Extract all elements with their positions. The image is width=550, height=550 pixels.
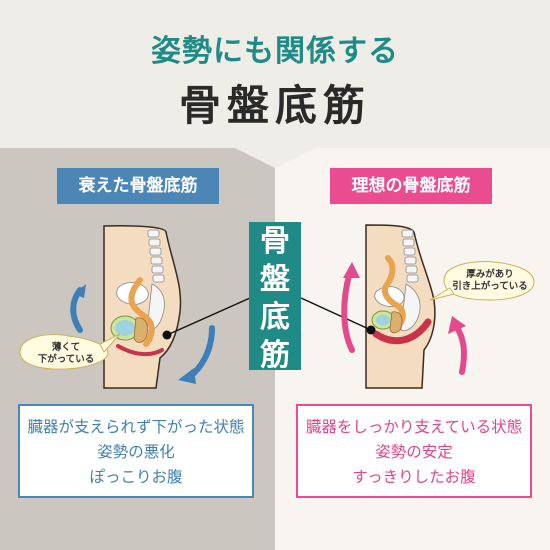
weak-desc-line2: 姿勢の悪化 xyxy=(97,443,175,461)
right-bubble-line1: 厚みがあり xyxy=(466,269,514,280)
right-pelvic-muscle xyxy=(372,318,432,345)
weak-desc-line3: ぽっこりお腹 xyxy=(89,468,183,486)
ideal-desc-line2: 姿勢の安定 xyxy=(375,443,453,461)
left-uterus xyxy=(133,317,148,343)
left-body-silhouette xyxy=(103,225,182,389)
left-body-illustration xyxy=(19,225,251,389)
left-intestine xyxy=(128,277,155,347)
right-callout-bubble xyxy=(443,261,535,301)
center-char-4: 筋 xyxy=(260,338,290,373)
right-spine xyxy=(400,229,421,332)
title-line2: 骨盤底筋 xyxy=(178,81,371,130)
ideal-desc-line3: すっきりしたお腹 xyxy=(352,468,476,486)
pelvic-floor-label-box: 骨 盤 底 筋 xyxy=(249,222,301,373)
center-char-2: 盤 xyxy=(260,262,290,297)
right-arrow-up-icon xyxy=(341,269,355,353)
ideal-desc-line1: 臓器をしっかり支えている状態 xyxy=(305,418,523,436)
center-char-3: 底 xyxy=(260,300,290,335)
right-bubble-text: 厚みがあり 引き上がっている xyxy=(448,269,532,293)
left-pelvic-muscle xyxy=(116,344,164,357)
left-bubble-line1: 薄くて xyxy=(51,342,81,353)
left-arrow-up-icon xyxy=(70,287,83,333)
weak-muscle-label: 衰えた骨盤底筋 xyxy=(57,168,219,204)
center-char-1: 骨 xyxy=(260,224,290,259)
right-pointer-line xyxy=(300,297,372,331)
right-bubble-line2: 引き上がっている xyxy=(452,281,528,292)
right-body-illustration xyxy=(300,224,535,389)
weak-description-box: 臓器が支えられず下がった状態 姿勢の悪化 ぽっこりお腹 xyxy=(18,404,254,498)
title-line1: 姿勢にも関係する xyxy=(151,34,399,69)
weak-desc-line1: 臓器が支えられず下がった状態 xyxy=(27,418,245,436)
left-bubble-text: 薄くて 下がっている xyxy=(28,342,104,366)
ideal-description-box: 臓器をしっかり支えている状態 姿勢の安定 すっきりしたお腹 xyxy=(296,404,532,498)
right-arrow-curve-icon xyxy=(453,323,467,375)
left-pointer-line xyxy=(166,297,251,336)
right-uterus xyxy=(389,311,403,334)
left-bubble-line2: 下がっている xyxy=(37,354,95,365)
right-intestine xyxy=(382,255,406,327)
left-callout-bubble xyxy=(19,334,109,370)
ideal-muscle-label: 理想の骨盤底筋 xyxy=(330,168,492,204)
